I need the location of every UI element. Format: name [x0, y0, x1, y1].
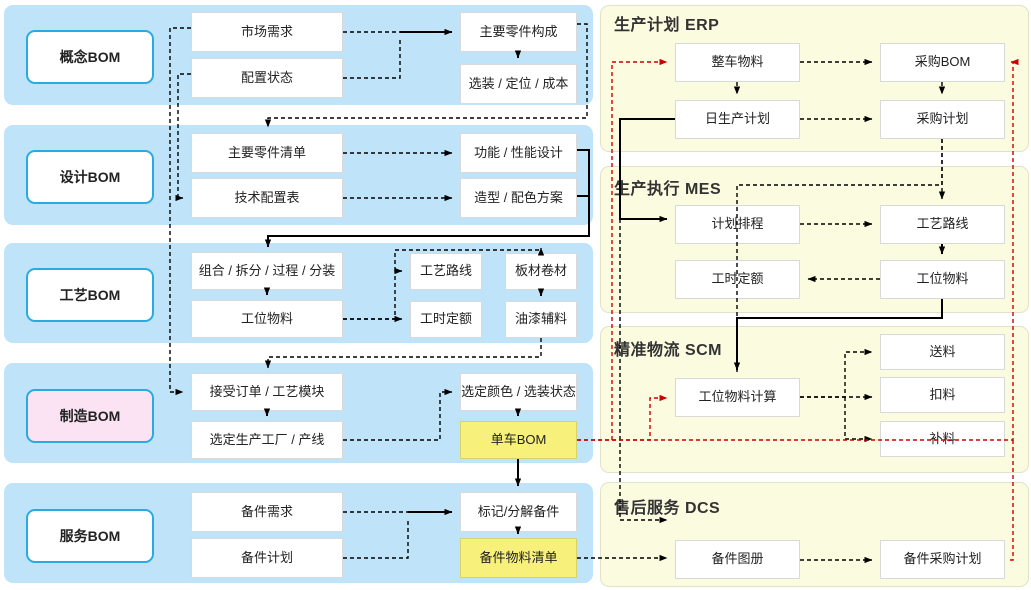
box-process-route-bom[interactable]: 工艺路线	[410, 253, 482, 290]
box-spare-part-catalog[interactable]: 备件图册	[675, 540, 800, 579]
box-main-part-list[interactable]: 主要零件清单	[191, 133, 343, 173]
box-purchase-bom[interactable]: 采购BOM	[880, 43, 1005, 82]
box-process-route-mes[interactable]: 工艺路线	[880, 205, 1005, 244]
panel-title-erp: 生产计划 ERP	[614, 17, 720, 34]
box-single-vehicle-bom[interactable]: 单车BOM	[460, 421, 577, 459]
box-station-material-process[interactable]: 工位物料	[191, 300, 343, 338]
box-work-hour-quota-bom[interactable]: 工时定额	[410, 301, 482, 338]
bom-tag-concept[interactable]: 概念BOM	[26, 30, 154, 84]
box-accept-order-process-module[interactable]: 接受订单 / 工艺模块	[191, 373, 343, 411]
box-spare-part-purchase-plan[interactable]: 备件采购计划	[880, 540, 1005, 579]
panel-title-dcs: 售后服务 DCS	[614, 500, 721, 517]
box-replenish-material[interactable]: 补料	[880, 421, 1005, 457]
box-paint-auxiliary-material[interactable]: 油漆辅料	[505, 301, 577, 338]
box-purchase-plan[interactable]: 采购计划	[880, 100, 1005, 139]
box-main-part-composition[interactable]: 主要零件构成	[460, 12, 577, 52]
box-station-material-mes[interactable]: 工位物料	[880, 260, 1005, 299]
panel-title-scm: 精准物流 SCM	[614, 342, 723, 359]
box-tech-config-table[interactable]: 技术配置表	[191, 178, 343, 218]
box-station-material-calculation[interactable]: 工位物料计算	[675, 378, 800, 417]
panel-title-mes: 生产执行 MES	[614, 181, 722, 198]
bom-tag-manufacturing[interactable]: 制造BOM	[26, 389, 154, 443]
box-spare-part-demand[interactable]: 备件需求	[191, 492, 343, 532]
box-config-status[interactable]: 配置状态	[191, 58, 343, 98]
box-combine-split-process-subassembly[interactable]: 组合 / 拆分 / 过程 / 分装	[191, 252, 343, 290]
box-sheet-coil-material[interactable]: 板材卷材	[505, 253, 577, 290]
box-deduct-material[interactable]: 扣料	[880, 377, 1005, 413]
box-spare-part-material-list[interactable]: 备件物料清单	[460, 538, 577, 578]
box-mark-decompose-spare-part[interactable]: 标记/分解备件	[460, 492, 577, 532]
box-market-demand[interactable]: 市场需求	[191, 12, 343, 52]
box-vehicle-material[interactable]: 整车物料	[675, 43, 800, 82]
box-select-plant-line[interactable]: 选定生产工厂 / 产线	[191, 421, 343, 459]
box-daily-production-plan[interactable]: 日生产计划	[675, 100, 800, 139]
box-spare-part-plan[interactable]: 备件计划	[191, 538, 343, 578]
box-function-performance-design[interactable]: 功能 / 性能设计	[460, 133, 577, 173]
bom-tag-process[interactable]: 工艺BOM	[26, 268, 154, 322]
box-option-position-cost[interactable]: 选装 / 定位 / 成本	[460, 64, 577, 104]
box-work-hour-quota-mes[interactable]: 工时定额	[675, 260, 800, 299]
bom-tag-design[interactable]: 设计BOM	[26, 150, 154, 204]
box-plan-scheduling[interactable]: 计划排程	[675, 205, 800, 244]
bom-tag-service[interactable]: 服务BOM	[26, 509, 154, 563]
box-styling-color-plan[interactable]: 造型 / 配色方案	[460, 178, 577, 218]
box-select-color-option-status[interactable]: 选定颜色 / 选装状态	[460, 373, 577, 411]
box-feed-material[interactable]: 送料	[880, 334, 1005, 370]
